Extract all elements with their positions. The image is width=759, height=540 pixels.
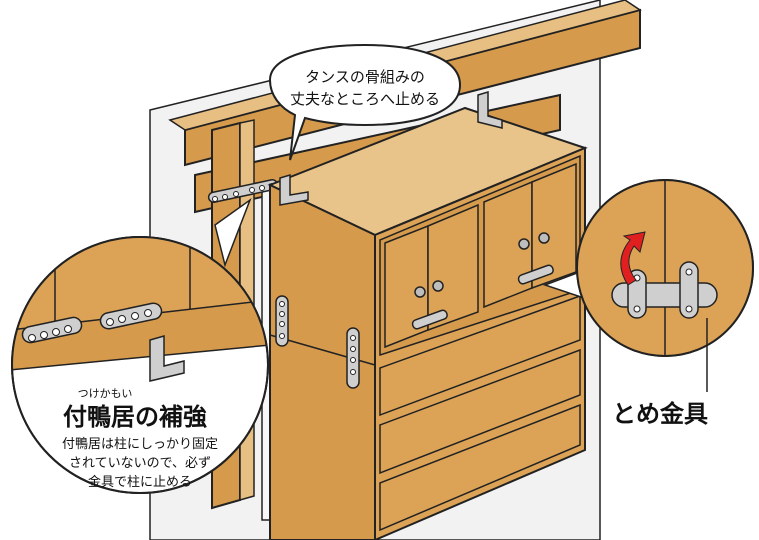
drawer-3	[379, 403, 581, 532]
left-callout-title: 付鴨居の補強	[63, 403, 207, 431]
right-detail-circle: とめ金具	[542, 179, 754, 428]
door-right-b	[531, 162, 577, 290]
dresser-side	[269, 183, 376, 540]
lintel-plate-left	[21, 302, 185, 382]
side-brackets	[275, 295, 360, 389]
drawer-1	[379, 294, 581, 417]
top-brackets	[279, 90, 503, 206]
left-callout-body-2: されていないので、必ず	[69, 456, 211, 471]
top-callout-bubble: タンスの骨組みの 丈夫なところへ止める	[268, 43, 462, 161]
rotate-arrow-icon	[620, 231, 646, 286]
left-callout-ruby: つけかもい	[78, 387, 133, 400]
latch-label: とめ金具	[612, 400, 708, 428]
left-detail-circle: つけかもい 付鴨居の補強 付鴨居は柱にしっかり固定 されていないので、必ず 金具…	[11, 197, 269, 494]
top-callout-line2: 丈夫なところへ止める	[290, 90, 440, 108]
top-callout-line1: タンスの骨組みの	[305, 68, 425, 86]
door-knobs	[414, 232, 550, 298]
door-left-b	[427, 203, 479, 332]
drawer-2	[379, 348, 581, 475]
door-latches	[411, 264, 554, 330]
left-callout-body-1: 付鴨居は柱にしっかり固定	[62, 437, 218, 452]
left-callout-body-3: 金具で柱に止める	[88, 474, 192, 490]
dresser	[267, 90, 588, 540]
